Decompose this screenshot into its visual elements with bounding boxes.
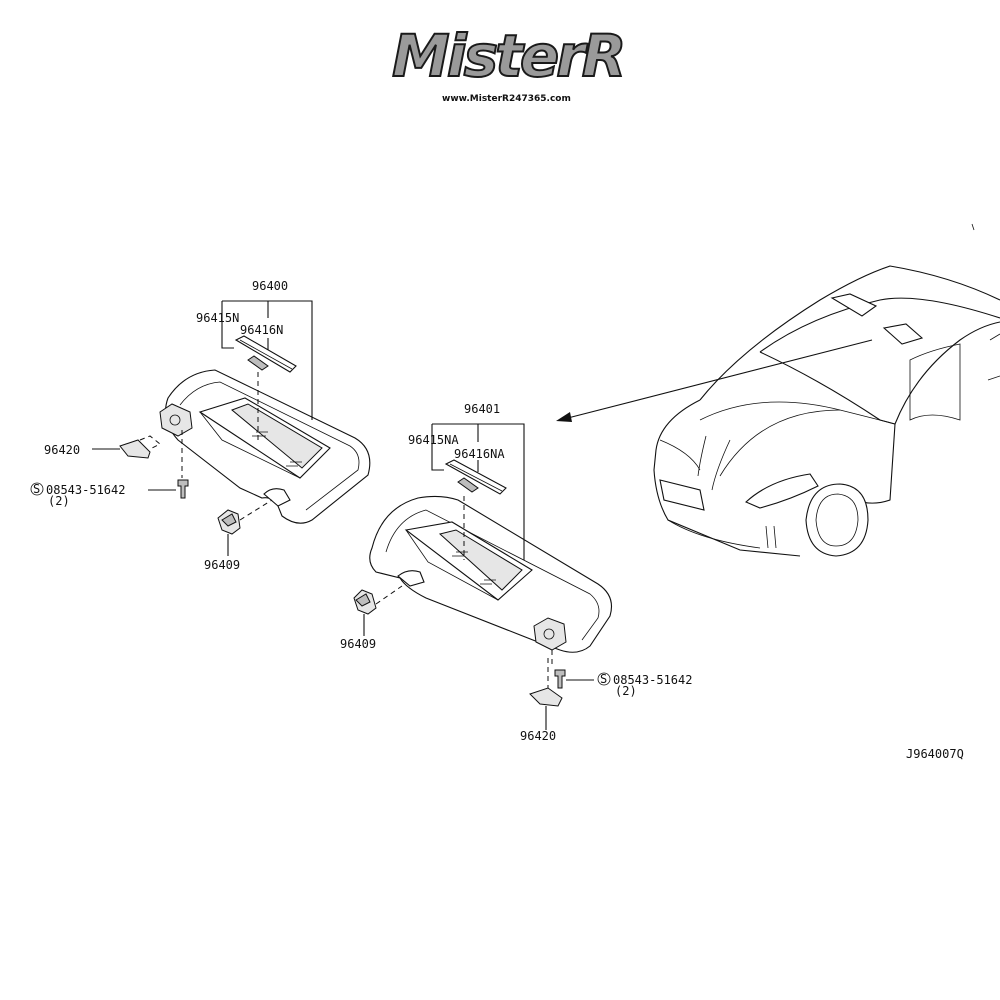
left-lamp-lens bbox=[234, 335, 297, 373]
left-screw bbox=[30, 430, 189, 499]
label-right-96420: 96420 bbox=[520, 729, 556, 743]
right-lamp-lens bbox=[444, 459, 507, 495]
label-left-96420: 96420 bbox=[44, 443, 80, 457]
car-illustration bbox=[653, 223, 1000, 557]
right-visor-holder bbox=[353, 585, 403, 636]
label-left-96409: 96409 bbox=[204, 558, 240, 572]
left-screw-symbol: S bbox=[33, 482, 40, 496]
logo-text: MisterR bbox=[391, 21, 627, 91]
label-96415NA: 96415NA bbox=[408, 433, 459, 447]
label-left-screw-qty: (2) bbox=[48, 494, 70, 508]
label-96415N: 96415N bbox=[196, 311, 239, 325]
label-96400: 96400 bbox=[252, 279, 288, 293]
label-right-96409: 96409 bbox=[340, 637, 376, 651]
left-visor-holder bbox=[217, 499, 273, 556]
label-96416NA: 96416NA bbox=[454, 447, 505, 461]
label-right-screw: 08543-51642 bbox=[613, 673, 692, 687]
brand-logo: MisterR www.MisterR247365.com bbox=[380, 18, 640, 108]
right-screw-symbol: S bbox=[600, 672, 607, 686]
label-left-screw: 08543-51642 bbox=[46, 483, 125, 497]
label-96416N: 96416N bbox=[240, 323, 283, 337]
right-holder-cap bbox=[529, 658, 563, 730]
logo-url: www.MisterR247365.com bbox=[442, 94, 571, 104]
right-screw bbox=[551, 650, 611, 689]
drawing-code: J964007Q bbox=[906, 747, 964, 761]
left-holder-cap bbox=[92, 435, 161, 459]
left-sun-visor bbox=[159, 369, 371, 524]
label-96401: 96401 bbox=[464, 402, 500, 416]
label-right-screw-qty: (2) bbox=[615, 684, 637, 698]
right-sun-visor bbox=[369, 495, 613, 653]
location-arrow bbox=[556, 339, 873, 422]
